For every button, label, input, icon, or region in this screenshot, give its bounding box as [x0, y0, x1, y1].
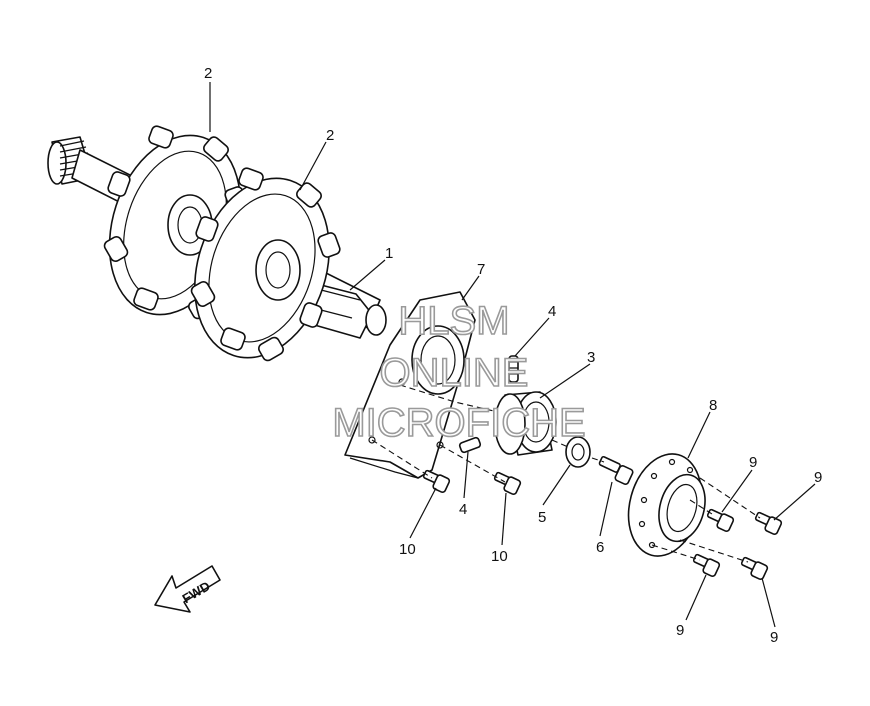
bolt-9-upper-left [706, 508, 735, 533]
callout-2-right: 2 [326, 127, 334, 144]
callout-9-a: 9 [749, 454, 757, 471]
bearing [494, 391, 557, 456]
bolt-10-left [422, 469, 451, 494]
callout-4-lower: 4 [459, 501, 467, 518]
watermark-line-2: ONLINE [380, 351, 529, 395]
callout-4-upper: 4 [548, 303, 556, 320]
callout-5: 5 [538, 509, 546, 526]
callout-1: 1 [385, 245, 393, 262]
bolt-9-lower-left [692, 553, 721, 578]
callout-9-d: 9 [770, 629, 778, 646]
watermark: HLSM ONLINE MICROFICHE [332, 298, 587, 446]
assembly-lines [371, 384, 761, 563]
dowel-pin-lower [458, 436, 482, 454]
callout-9-c: 9 [676, 622, 684, 639]
callout-6: 6 [596, 539, 604, 556]
sprocket-right [190, 167, 341, 362]
watermark-line-3: MICROFICHE [332, 401, 585, 445]
callouts: 2 2 1 7 4 3 8 9 9 5 6 4 10 10 9 9 [204, 65, 822, 646]
callout-10-right: 10 [491, 548, 508, 565]
callout-7: 7 [477, 261, 485, 278]
callout-9-b: 9 [814, 469, 822, 486]
bolt-10-right [493, 471, 522, 496]
callout-10-left: 10 [399, 541, 416, 558]
bolt-9-lower-right [740, 556, 769, 581]
bearing-housing [344, 291, 476, 479]
bolt-6 [598, 456, 634, 486]
bolt-9-upper-right [754, 511, 783, 536]
fwd-arrow-icon: FWD [154, 565, 221, 613]
dowel-pin-upper [508, 355, 519, 383]
watermark-line-1: HLSM [398, 299, 509, 343]
callout-8: 8 [709, 397, 717, 414]
callout-3: 3 [587, 349, 595, 366]
collar [565, 436, 591, 468]
leader-lines [209, 82, 816, 628]
hub-plate [627, 453, 706, 557]
callout-2-left: 2 [204, 65, 212, 82]
